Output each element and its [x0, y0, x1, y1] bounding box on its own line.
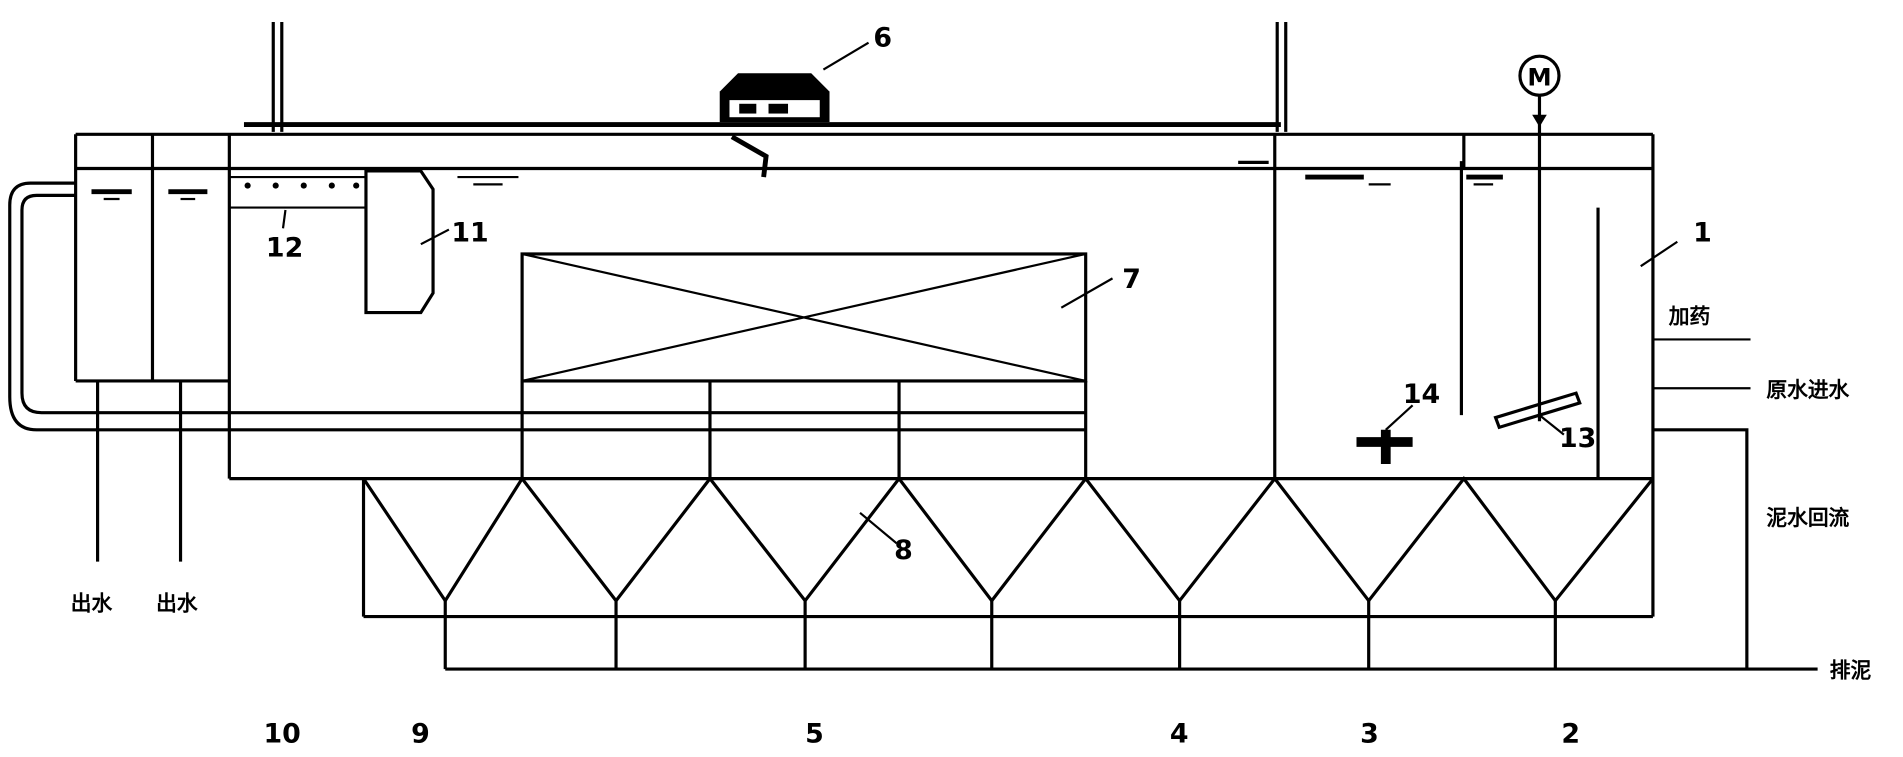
- label-outlet-1: 出水: [71, 591, 113, 615]
- label-raw-water-inlet: 原水进水: [1766, 378, 1849, 402]
- number-2: 2: [1561, 718, 1580, 749]
- number-14: 14: [1403, 379, 1440, 410]
- number-12: 12: [266, 232, 303, 263]
- scraper-carriage: [719, 41, 870, 178]
- label-sludge-discharge: 排泥: [1830, 659, 1872, 683]
- sludge-hoppers: [361, 475, 1818, 671]
- number-4: 4: [1170, 718, 1189, 749]
- inlet-piping: [1640, 240, 1751, 670]
- number-3: 3: [1360, 718, 1379, 749]
- label-dosing: 加药: [1668, 305, 1710, 329]
- number-6: 6: [873, 22, 892, 53]
- number-8: 8: [894, 535, 913, 566]
- number-1: 1: [1693, 218, 1712, 249]
- motor-label: M: [1527, 62, 1551, 91]
- tank-body: [74, 132, 1655, 617]
- number-5: 5: [805, 718, 824, 749]
- number-7: 7: [1122, 264, 1141, 295]
- number-10: 10: [263, 718, 300, 749]
- collection-pipe-12: [229, 175, 366, 229]
- water-level-markers: [91, 160, 1503, 201]
- motor: M: [1518, 54, 1561, 422]
- number-9: 9: [411, 718, 430, 749]
- outlet-loop-pipe: [8, 181, 1086, 562]
- inclined-plate-pack-7: [520, 252, 1114, 479]
- number-13: 13: [1559, 423, 1596, 454]
- mixer-13: [1493, 391, 1582, 436]
- baffle-11: [364, 169, 450, 315]
- label-sludge-return: 泥水回流: [1766, 506, 1849, 530]
- agitator-14: [1356, 404, 1414, 464]
- number-11: 11: [451, 218, 488, 249]
- scraper-rail: [243, 21, 1288, 132]
- label-outlet-2: 出水: [156, 591, 198, 615]
